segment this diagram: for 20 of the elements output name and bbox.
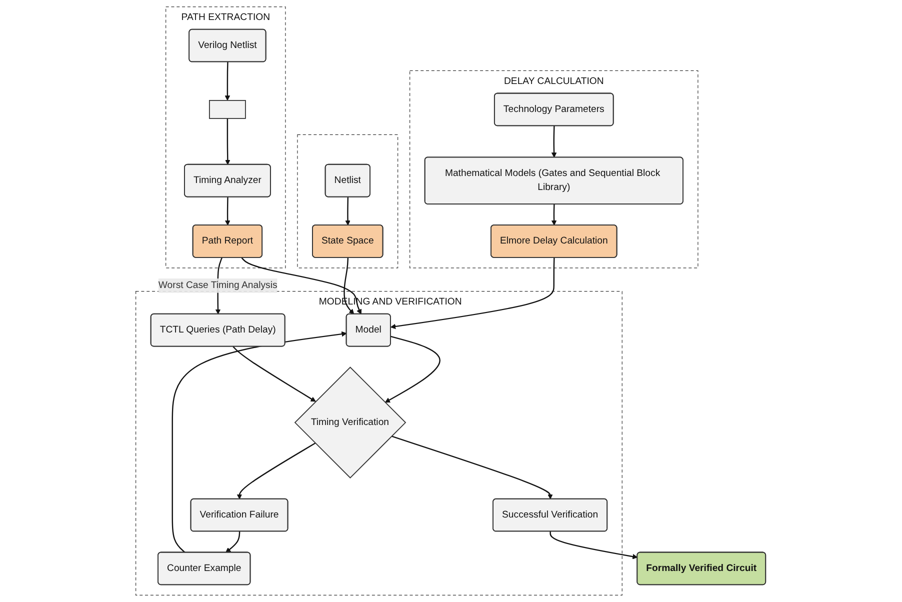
arrow bbox=[385, 336, 441, 403]
edge-label: Worst Case Timing Analysis bbox=[158, 280, 278, 290]
arrow bbox=[225, 197, 231, 226]
arrow bbox=[392, 436, 554, 500]
arrow bbox=[242, 257, 362, 314]
arrow bbox=[225, 118, 231, 165]
arrow bbox=[226, 532, 240, 553]
arrow bbox=[552, 126, 557, 158]
arrow bbox=[172, 331, 348, 554]
arrow bbox=[390, 258, 556, 330]
arrow bbox=[232, 346, 316, 402]
node-box bbox=[209, 100, 246, 119]
arrow bbox=[225, 62, 230, 101]
arrow bbox=[237, 442, 316, 500]
node-diamond: Timing Verification bbox=[294, 366, 406, 478]
arrow bbox=[552, 204, 557, 226]
arrow bbox=[550, 532, 638, 560]
arrow bbox=[345, 197, 351, 226]
arrow bbox=[344, 258, 354, 314]
cluster bbox=[297, 134, 398, 268]
